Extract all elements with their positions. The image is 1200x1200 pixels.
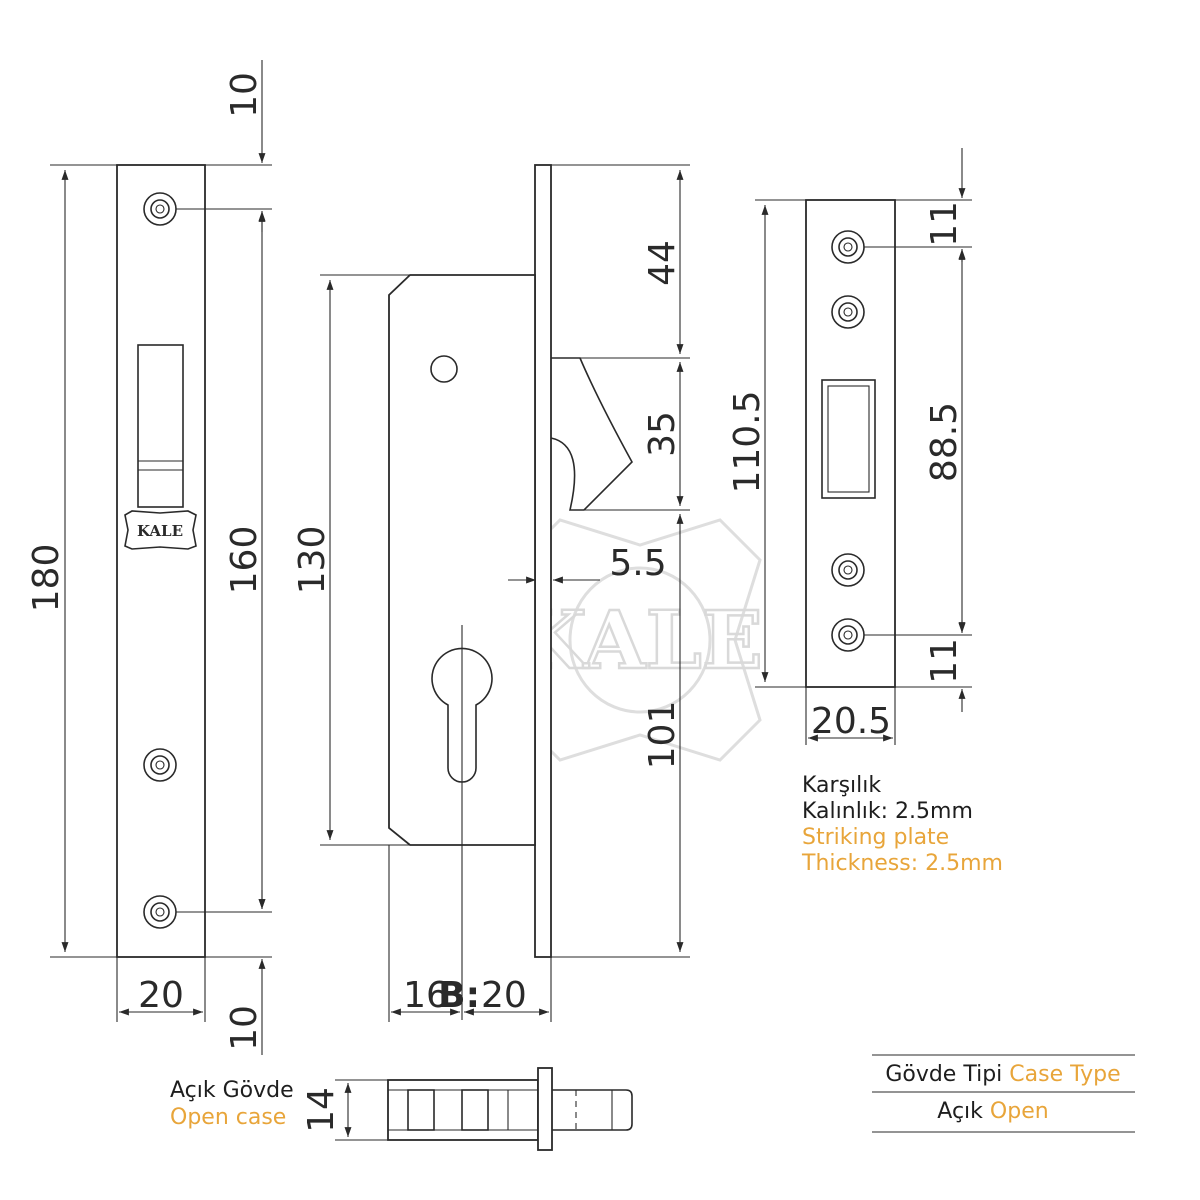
strike-screw-hole-2: [831, 295, 865, 329]
dim-case-depth-front: 16: [403, 975, 449, 1016]
faceplate-view: KALE 180 10 160 10 20: [26, 60, 272, 1055]
follower-hole: [430, 355, 458, 383]
case-type-header: Gövde Tipi Case Type: [885, 1062, 1120, 1087]
open-case-body: [387, 1079, 539, 1141]
dim-latch-height: 35: [642, 411, 683, 457]
strike-latch-opening: [821, 379, 876, 499]
hook-latch: [550, 357, 633, 511]
strike-plate-outline: [805, 199, 896, 688]
dim-faceplate-total-height: 180: [26, 544, 67, 613]
dim-faceplate-bottom-offset: 10: [224, 1005, 265, 1051]
lock-faceplate-side: [534, 164, 552, 958]
case-type-value: Açık Open: [937, 1099, 1048, 1124]
lock-body-view: 130 44 35 101 5.5 16 B: 20: [292, 164, 690, 1022]
svg-text:KALE: KALE: [137, 522, 183, 540]
dim-faceplate-screw-spacing: 160: [224, 526, 265, 595]
dim-faceplate-width: 20: [138, 975, 184, 1016]
dim-faceplate-top-offset: 10: [224, 72, 265, 118]
kale-logo: KALE: [124, 510, 197, 550]
open-case-label: Açık Gövde Open case: [170, 1078, 294, 1130]
faceplate-outline: [116, 164, 206, 958]
dim-open-case-thickness: 14: [301, 1087, 342, 1133]
strike-screw-hole-3: [831, 553, 865, 587]
dim-strike-width: 20.5: [811, 701, 891, 742]
open-case-label-tr: Açık Gövde: [170, 1078, 294, 1103]
watermark-text: KALE: [517, 593, 763, 687]
dim-strike-height: 110.5: [727, 390, 768, 493]
dim-top-to-latch: 44: [642, 240, 683, 286]
kale-watermark: KALE: [516, 518, 764, 762]
strike-label-tr-2: Kalınlık: 2.5mm: [802, 799, 973, 824]
case-type-table: Gövde Tipi Case Type Açık Open: [872, 1054, 1135, 1133]
dim-strike-top-offset: 11: [924, 201, 965, 247]
dim-strike-screw-spacing: 88.5: [924, 402, 965, 482]
dim-latch-projection: 5.5: [609, 543, 666, 584]
dim-backset-prefix: B:: [438, 975, 480, 1016]
dim-strike-bottom-offset: 11: [924, 638, 965, 684]
dim-case-height: 130: [292, 526, 333, 595]
faceplate-screw-hole-middle: [143, 748, 177, 782]
strike-plate-view: 110.5 11 88.5 11 20.5: [727, 148, 972, 745]
open-case-view: 14: [301, 1067, 633, 1151]
strike-label-en-2: Thickness: 2.5mm: [801, 851, 1003, 876]
faceplate-latch-slot: [137, 344, 184, 508]
strike-label-tr-1: Karşılık: [802, 773, 881, 798]
strike-label-en-1: Striking plate: [802, 825, 949, 850]
open-case-label-en: Open case: [170, 1105, 286, 1130]
open-case-faceplate: [537, 1067, 553, 1151]
strike-plate-label: Karşılık Kalınlık: 2.5mm Striking plate …: [801, 773, 1003, 876]
dim-latch-to-bottom: 101: [642, 701, 683, 770]
dim-backset-value: 20: [481, 975, 527, 1016]
open-case-cylinder: [552, 1089, 633, 1131]
